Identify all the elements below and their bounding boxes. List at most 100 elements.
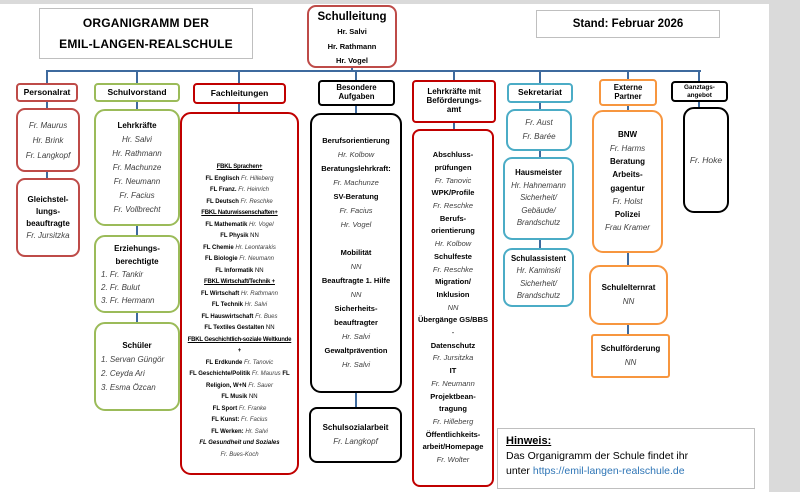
school-website-link[interactable]: https://emil-langen-realschule.de [532, 465, 685, 477]
text-line: orientierung [431, 226, 475, 236]
text-line: Gebäude/ [521, 205, 556, 215]
text-line: Berufsorientierung [322, 136, 390, 145]
text-line: Öffentlichkeits- [425, 429, 481, 439]
connector-line [355, 106, 357, 113]
text-line: FL Textiles Gestalten NN [204, 325, 275, 331]
text-line: Inklusion [436, 289, 470, 299]
stand-date-box: Stand: Februar 2026 [536, 10, 720, 38]
text-line: Fr. Holst [612, 196, 643, 206]
text-line: FL Physik NN [220, 233, 259, 239]
text-line: Fr. Facius [119, 190, 155, 200]
connector-line [453, 123, 455, 129]
text-line: FBKL Wirtschaft/Technik + [204, 279, 275, 285]
text-line: FL Gesundheit und Soziales [199, 440, 280, 446]
hinweis-text-line2: unter https://emil-langen-realschule.de [506, 464, 746, 479]
text-line: berechtigte [115, 256, 159, 266]
text-line: Fr. Machunze [112, 162, 162, 172]
text-line: Schulförderung [600, 344, 661, 353]
text-line: FL Kunst: Fr. Facius [211, 417, 268, 423]
text-line: Fr. Neumann [113, 176, 161, 186]
text-line: Sicherheit/ [520, 278, 557, 288]
text-line: 3. Fr. Hermann [101, 295, 155, 305]
text-line: 1. Servan Güngör [101, 354, 165, 364]
text-line: Hr. Salvi [341, 360, 371, 369]
text-line: Projektbean- [430, 391, 476, 401]
text-line: Fr. Langkopf [333, 437, 378, 446]
text-line: Migration/ [435, 277, 471, 287]
text-line: Fr. Wolter [436, 455, 470, 465]
text-line: Hr. Hahnemann [511, 180, 566, 190]
text-line: FL Wirtschaft Hr. Rathmann [201, 290, 278, 297]
hinweis-link-prefix: unter [506, 465, 533, 477]
text-line: Fr. Jursitzka [26, 230, 70, 240]
text-line: Fr. Barée [522, 132, 556, 141]
connector-line [136, 226, 138, 235]
schulleitung-title: Schulleitung [317, 11, 387, 23]
text-line: Fr. Aust [525, 118, 553, 127]
text-line: Religion, W+N Fr. Sauer [206, 382, 273, 389]
text-line: Berufs- [439, 213, 467, 223]
text-line: Schulsozialarbeit [322, 423, 389, 432]
text-line: beauftragte [26, 218, 70, 228]
text-line: Fr. Bues-Koch [220, 451, 259, 458]
text-line: Fr. Machunze [333, 178, 379, 187]
column-header-fachleitungen: Fachleitungen [193, 83, 286, 104]
text-line: Beauftragte 1. Hilfe [321, 276, 391, 285]
text-line: Hr. Brink [32, 135, 64, 145]
text-line: Schulassistent [510, 253, 567, 263]
connector-line [539, 240, 541, 248]
column-header-personalrat: Personalrat [16, 83, 78, 102]
text-line: arbeit/Homepage [422, 442, 484, 452]
text-line: Fr. Jursitzka [432, 353, 474, 363]
text-line: FL Biologie Fr. Neumann [204, 256, 275, 262]
text-line: Hr. Kolbow [434, 239, 472, 249]
text-line: NN [350, 290, 362, 299]
text-line: Lehrkräfte [117, 120, 157, 130]
connector-line [46, 172, 48, 178]
column-header-externe-partner: Externe Partner [599, 79, 657, 106]
text-line: 3. Esma Özcan [101, 382, 156, 392]
text-line: Sicherheits- [334, 304, 378, 313]
text-line: FL Hauswirtschaft Fr. Bues [201, 313, 278, 320]
connector-line [238, 71, 240, 83]
text-line: Frau Kramer [605, 223, 650, 233]
text-line: Erziehungs- [114, 243, 160, 253]
text-line: 2. Fr. Bulut [101, 282, 140, 292]
chart-title-line1: ORGANIGRAMM DER [82, 15, 210, 30]
text-line: - [451, 328, 455, 338]
connector-line [46, 102, 48, 108]
connector-line [136, 313, 138, 322]
text-line: Hr. Kolbow [337, 150, 375, 159]
connector-line [453, 71, 455, 80]
text-line: FL Franz. Fr. Heinrich [209, 187, 270, 193]
text-line: WPK/Profile [431, 188, 475, 198]
connector-line [355, 393, 357, 407]
text-line [312, 232, 400, 246]
text-line: gagentur [610, 183, 645, 193]
text-line: Fr. Tanovic [434, 175, 472, 185]
connector-line [136, 102, 138, 109]
connector-line [698, 102, 700, 107]
column-header-besondere-aufgaben: Besondere Aufgaben [318, 80, 395, 106]
text-line: FL Sport Fr. Franke [212, 405, 267, 412]
text-line: Abschluss- [432, 150, 474, 160]
text-line: Hr. Kaminski [516, 266, 561, 275]
connector-line [627, 253, 629, 265]
column-header-lehrkraefte-befoerderungsamt: Lehrkräfte mit Beförderungs-amt [412, 80, 496, 123]
connector-line [539, 151, 541, 157]
text-line: tragung [439, 404, 467, 414]
text-line: Fr. Facius [339, 206, 373, 215]
text-line: IT [449, 366, 457, 376]
connector-line [627, 106, 629, 111]
